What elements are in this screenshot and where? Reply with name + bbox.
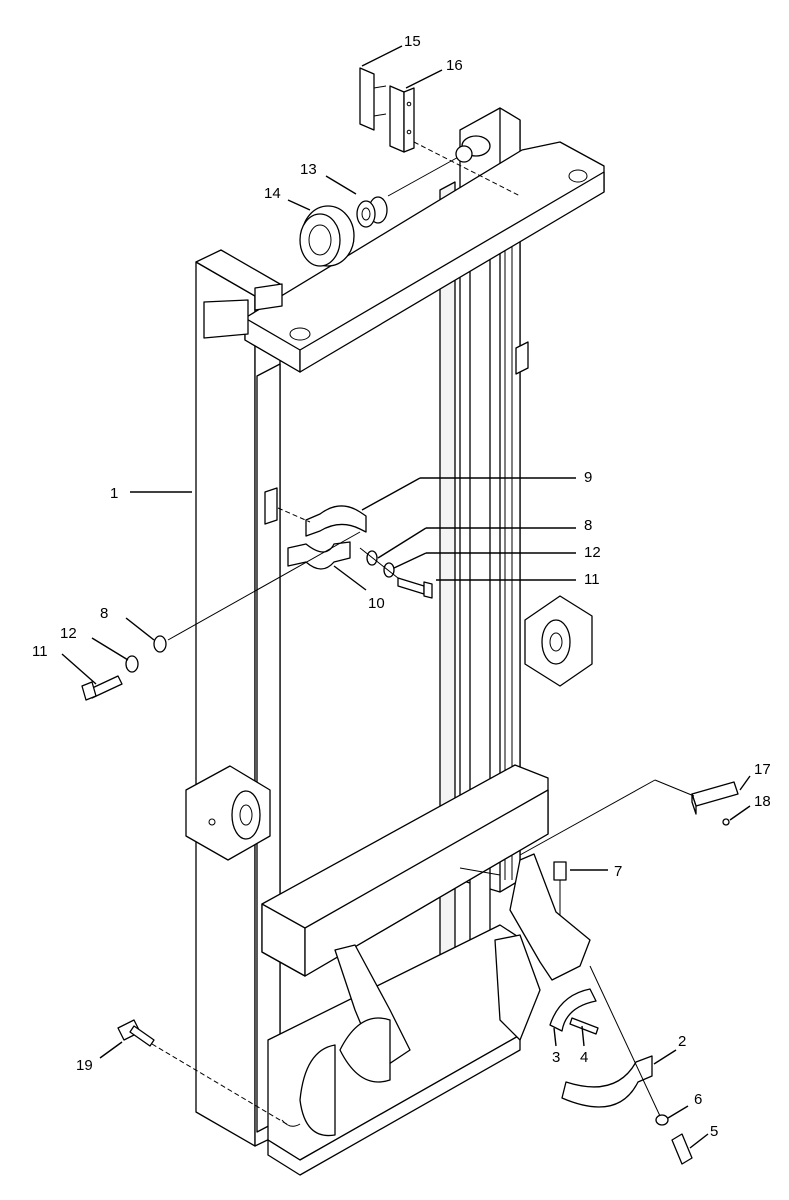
callout-12-left: 12	[60, 625, 77, 642]
part-16-shim	[389, 85, 415, 153]
callout-7: 7	[614, 863, 622, 880]
callout-18: 18	[754, 793, 771, 810]
callout-labels: 1 2 3 4 5 6 7 8 8 9 10 11 11 12 12 13 14…	[32, 33, 771, 1140]
part-12-washer-left	[125, 655, 139, 673]
part-5-bolt	[671, 1133, 693, 1165]
stub-shaft	[455, 135, 491, 163]
callout-11-right: 11	[584, 571, 600, 588]
part-18-screw	[722, 818, 730, 826]
lower-bearing-housing	[509, 853, 591, 981]
part-11-bolt-left	[81, 675, 123, 701]
callout-19: 19	[76, 1057, 93, 1074]
part-13-shims	[356, 196, 388, 228]
callout-4: 4	[580, 1049, 588, 1066]
outer-mast-frame	[195, 107, 605, 1176]
part-4-pin	[569, 1017, 599, 1035]
part-12-washer-right	[383, 562, 395, 578]
part-3-bushing	[549, 988, 597, 1032]
part-15-plate	[359, 67, 387, 131]
callout-6: 6	[694, 1091, 702, 1108]
callout-15: 15	[404, 33, 421, 50]
small-clip-right	[515, 341, 529, 375]
side-roller-right	[524, 595, 593, 687]
callout-1: 1	[110, 485, 118, 502]
part-2-bearing-cap	[561, 1055, 653, 1108]
callout-8-right: 8	[584, 517, 592, 534]
callout-16: 16	[446, 57, 463, 74]
callout-5: 5	[710, 1123, 718, 1140]
callout-13: 13	[300, 161, 317, 178]
small-clip-left	[264, 487, 278, 525]
part-14-roller-bearing	[299, 205, 355, 267]
part-9-clamp-upper	[305, 505, 367, 537]
part-6-washer	[655, 1114, 669, 1126]
callout-10: 10	[368, 595, 385, 612]
callout-14: 14	[264, 185, 281, 202]
callout-17: 17	[754, 761, 771, 778]
callout-11-left: 11	[32, 643, 48, 660]
part-8-washer-left	[153, 635, 167, 653]
side-roller-left	[185, 765, 271, 861]
callout-8-left: 8	[100, 605, 108, 622]
part-17-bracket	[691, 781, 739, 815]
leader-lines	[61, 45, 751, 1149]
callout-3: 3	[552, 1049, 560, 1066]
callout-9: 9	[584, 469, 592, 486]
callout-12-right: 12	[584, 544, 601, 561]
part-11-bolt-right	[397, 577, 433, 599]
callout-2: 2	[678, 1033, 686, 1050]
part-19-bolt	[117, 1019, 155, 1047]
